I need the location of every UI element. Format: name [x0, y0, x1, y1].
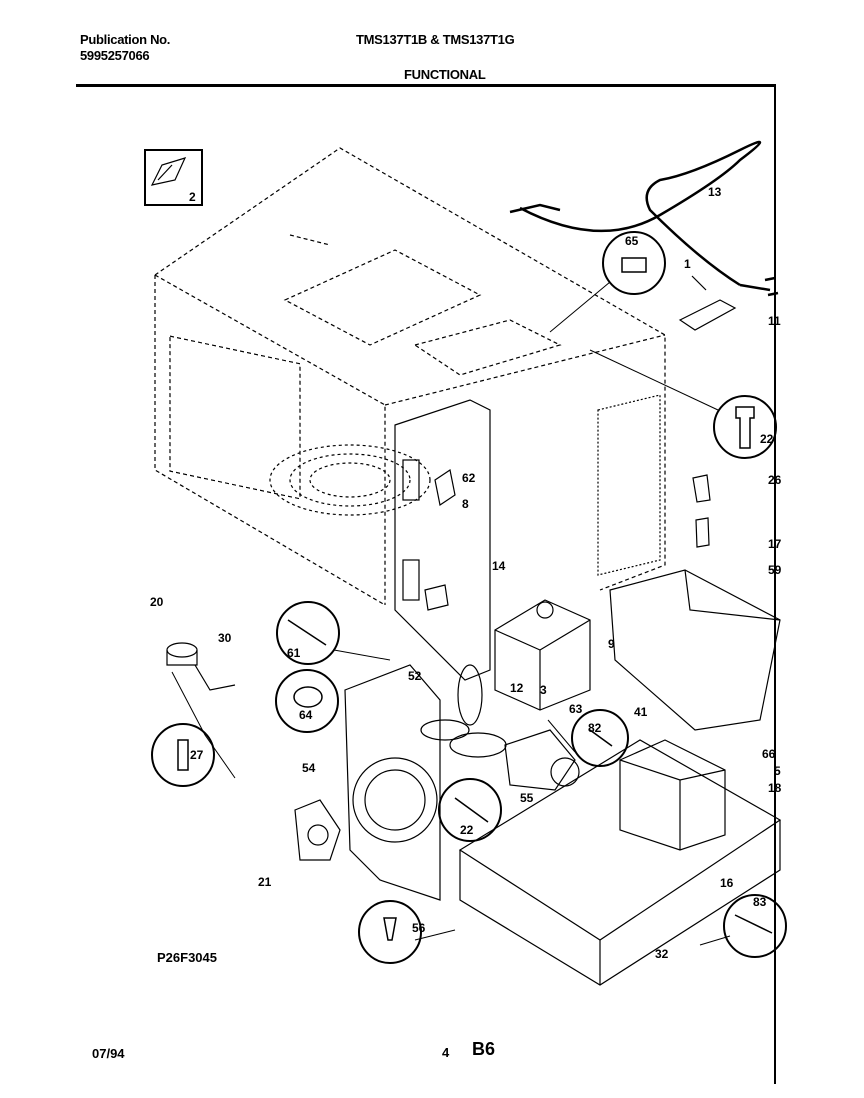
fuse-holder [678, 275, 737, 331]
lamp-socket [692, 474, 711, 548]
callout-11: 11 [768, 314, 781, 328]
callout-66: 66 [762, 747, 776, 761]
fan-duct [344, 664, 441, 901]
callout-20: 20 [150, 595, 164, 609]
callout-56: 56 [412, 921, 426, 935]
model-numbers: TMS137T1B & TMS137T1G [356, 32, 515, 47]
callout-41: 41 [634, 705, 648, 719]
callout-52: 52 [408, 669, 422, 683]
callout-17: 17 [768, 537, 782, 551]
switch-bracket [394, 399, 491, 681]
oven-cabinet [154, 147, 666, 606]
right-border-line [774, 84, 776, 1084]
callout-32: 32 [655, 947, 669, 961]
callout-circles [151, 231, 787, 964]
base-plate [458, 739, 782, 986]
timer-motor [294, 799, 341, 861]
air-guide-bracket [609, 569, 781, 731]
callout-30: 30 [218, 631, 232, 645]
callout-8: 8 [462, 497, 469, 511]
callout-54: 54 [302, 761, 316, 775]
power-cord [509, 140, 779, 297]
callout-62: 62 [462, 471, 476, 485]
callout-22a: 22 [760, 432, 774, 446]
fastener-icons [177, 257, 773, 941]
publication-label: Publication No. [80, 32, 171, 47]
callout-12: 12 [510, 681, 524, 695]
interlock-switch [424, 584, 449, 611]
callout-59: 59 [768, 563, 782, 577]
callout-21: 21 [258, 875, 272, 889]
turntable-rings [269, 444, 431, 516]
leader-lines [171, 281, 731, 946]
page-number: 4 [442, 1045, 450, 1060]
callout-22b: 22 [460, 823, 474, 837]
callout-64: 64 [299, 708, 313, 722]
callout-83: 83 [753, 895, 767, 909]
callout-9: 9 [608, 637, 615, 651]
callout-26: 26 [768, 473, 782, 487]
callout-55: 55 [520, 791, 534, 805]
callout-labels: 2 13 65 1 11 22 26 17 59 62 8 14 9 12 3 … [150, 185, 782, 961]
callout-16: 16 [720, 876, 734, 890]
section-title: FUNCTIONAL [404, 67, 486, 82]
thermostat [166, 642, 236, 691]
vent-grille [597, 394, 661, 576]
fan-motor [504, 729, 580, 791]
callout-61: 61 [287, 646, 301, 660]
callout-5: 5 [774, 764, 781, 778]
callout-2: 2 [189, 190, 196, 204]
callout-13: 13 [708, 185, 722, 199]
callout-1: 1 [684, 257, 691, 271]
callout-3: 3 [540, 683, 547, 697]
callout-18: 18 [768, 781, 782, 795]
footer-date: 07/94 [92, 1046, 125, 1061]
part-2-inset [144, 149, 203, 206]
page-code: B6 [472, 1039, 496, 1059]
publication-number: 5995257066 [80, 48, 150, 63]
drawing-code: P26F3045 [157, 950, 217, 965]
callout-27: 27 [190, 748, 204, 762]
fan-blade [420, 664, 507, 758]
header-rule [76, 84, 774, 87]
magnetron [494, 599, 591, 711]
callout-63: 63 [569, 702, 583, 716]
callout-82: 82 [588, 721, 602, 735]
transformer [619, 739, 726, 851]
callout-65: 65 [625, 234, 639, 248]
callout-14: 14 [492, 559, 506, 573]
